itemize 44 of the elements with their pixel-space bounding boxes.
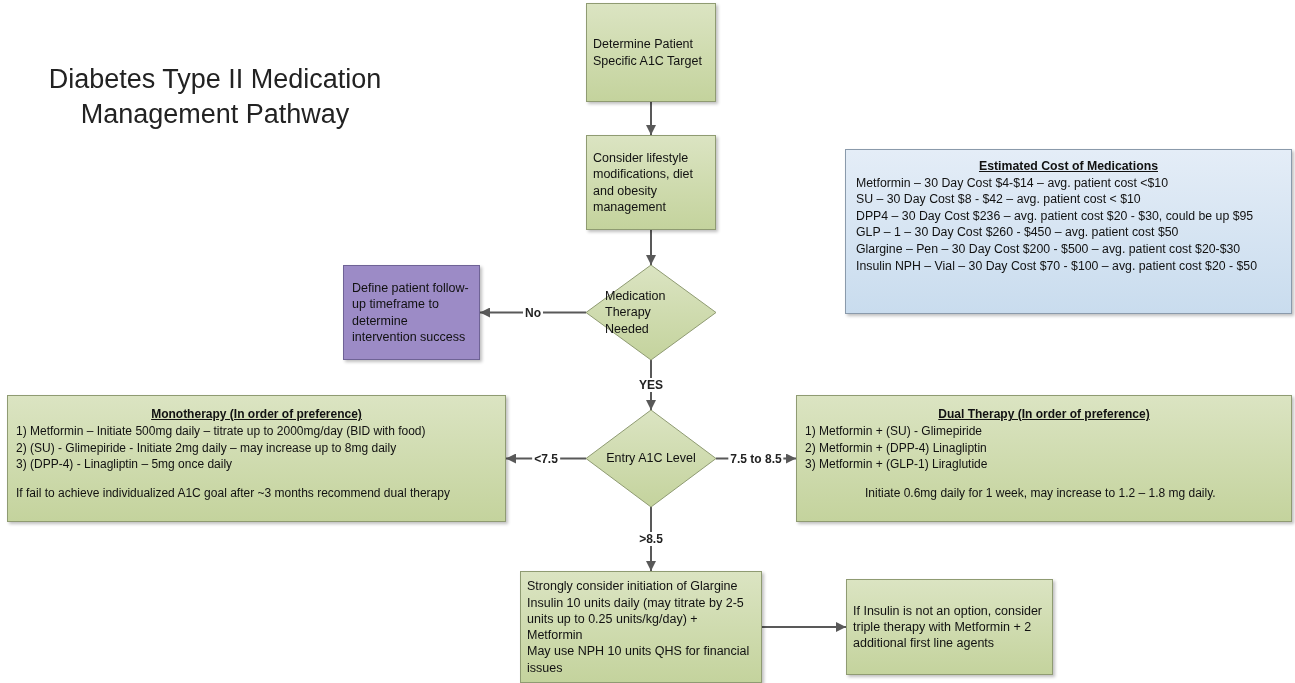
decision-diamond [586, 265, 716, 360]
edge-label: YES [637, 378, 665, 392]
box-text: Glargine – Pen – 30 Day Cost $200 - $500 – avg. patient cost $20-$30 [856, 240, 1241, 258]
box-text: Medication Therapy Needed [605, 288, 667, 337]
diagram-title: Diabetes Type II Medication Management Pathway [47, 63, 383, 132]
box-text: GLP – 1 – 30 Day Cost $260 - $450 – avg. patient cost $50 [856, 224, 1179, 241]
process-box [343, 265, 480, 360]
process-box [520, 571, 762, 683]
box-text: May use NPH 10 units QHS for financial issues [527, 643, 751, 676]
arrow [761, 622, 847, 632]
edge-label: 7.5 to 8.5 [728, 451, 784, 466]
edge-label: No [523, 305, 543, 320]
decision-diamond [586, 410, 716, 507]
box-text: 2) (SU) - Glimepiride - Initiate 2mg daily – may increase up to 8mg daily [16, 439, 397, 457]
process-box [7, 395, 506, 522]
box-text: 3) (DPP-4) - Linagliptin – 5mg once daily [16, 456, 233, 474]
box-text: 1) Metformin – Initiate 500mg daily – titrate up to 2000mg/day (BID with food) [16, 422, 426, 440]
box-text: 1) Metformin + (SU) - Glimepiride [805, 422, 983, 440]
box-text: Strongly consider initiation of Glargine Insulin 10 units daily (may titrate by 2-5 units up to 0.25 units/kg/day) + Metformin [527, 578, 745, 644]
box-text: If fail to achieve individualized A1C goal after ~3 months recommend dual therapy [16, 485, 450, 502]
box-text: Consider lifestyle modifications, diet and obesity management [593, 150, 695, 215]
edge-label: <7.5 [532, 451, 560, 466]
process-box [586, 3, 716, 102]
box-text: Initiate 0.6mg daily for 1 week, may increase to 1.2 – 1.8 mg daily. [864, 485, 1217, 502]
note-box [845, 149, 1292, 314]
box-text: 3) Metformin + (GLP-1) Liraglutide [805, 456, 988, 474]
process-box [586, 135, 716, 230]
edge-label: >8.5 [637, 532, 665, 546]
box-heading: Estimated Cost of Medications [979, 158, 1158, 175]
box-text: Determine Patient Specific A1C Target [593, 36, 703, 69]
box-text: SU – 30 Day Cost $8 - $42 – avg. patient cost < $10 [856, 191, 1141, 208]
arrow [646, 229, 656, 266]
process-box [796, 395, 1292, 522]
box-text: Metformin – 30 Day Cost $4-$14 – avg. patient cost <$10 [856, 174, 1169, 192]
box-text: DPP4 – 30 Day Cost $236 – avg. patient cost $20 - $30, could be up $95 [856, 207, 1254, 225]
box-heading: Dual Therapy (In order of preference) [938, 406, 1150, 423]
arrow [646, 101, 656, 136]
box-heading: Monotherapy (In order of preference) [151, 406, 362, 423]
box-text: If Insulin is not an option, consider triple therapy with Metformin + 2 additional first line agents [853, 602, 1043, 652]
box-text: Entry A1C Level [606, 450, 696, 467]
box-text: Define patient follow-up timeframe to determine intervention success [352, 280, 470, 345]
box-text: Insulin NPH – Vial – 30 Day Cost $70 - $100 – avg. patient cost $20 - $50 [856, 257, 1258, 275]
process-box [846, 579, 1053, 675]
box-text: 2) Metformin + (DPP-4) Linagliptin [805, 439, 987, 457]
